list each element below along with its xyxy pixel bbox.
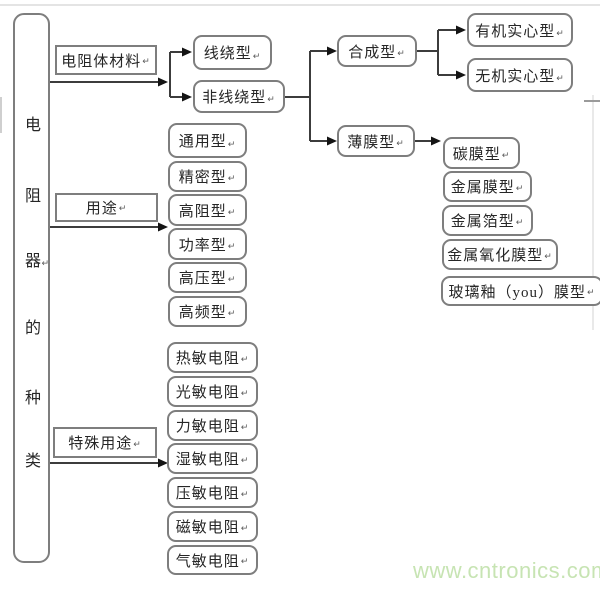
return-mark: ↵ (397, 49, 406, 59)
scan-artifact-lines (0, 4, 600, 330)
connector-lines (50, 29, 456, 464)
return-mark: ↵ (227, 309, 237, 319)
return-mark: ↵ (556, 29, 565, 39)
return-mark: ↵ (240, 389, 250, 399)
return-mark: ↵ (252, 52, 262, 62)
node-glass-glaze-film: 玻璃釉（you）膜型↵ (441, 276, 600, 306)
return-mark: ↵ (227, 140, 237, 150)
root-char: 阻 (24, 188, 41, 205)
branch-special-use-label: 特殊用途↵ (53, 427, 157, 458)
node-gas-sensitive: 气敏电阻↵ (167, 545, 258, 575)
return-mark: ↵ (41, 259, 49, 269)
return-mark: ↵ (240, 423, 250, 433)
node-high-resistance: 高阻型↵ (168, 194, 247, 226)
node-photoresistor: 光敏电阻↵ (167, 376, 258, 407)
node-non-wire-wound: 非线绕型↵ (193, 80, 285, 113)
return-mark: ↵ (396, 139, 405, 149)
node-thin-film: 薄膜型↵ (337, 125, 415, 157)
return-mark: ↵ (227, 174, 237, 184)
node-force-sensitive: 力敏电阻↵ (167, 410, 258, 441)
node-inorganic-solid: 无机实心型↵ (467, 58, 573, 92)
node-thermistor: 热敏电阻↵ (167, 342, 258, 373)
root-char: 类 (24, 453, 41, 470)
watermark-cntronics: www.cntronics.com (413, 558, 600, 583)
branch-use-label: 用途↵ (55, 193, 158, 222)
node-metal-film: 金属膜型↵ (443, 171, 532, 202)
node-precision: 精密型↵ (168, 161, 247, 192)
node-metal-foil: 金属箔型↵ (442, 205, 533, 236)
return-mark: ↵ (240, 524, 250, 534)
return-mark: ↵ (227, 242, 237, 252)
return-mark: ↵ (240, 355, 250, 365)
node-synthetic: 合成型↵ (337, 35, 417, 67)
node-general-purpose: 通用型↵ (168, 123, 247, 158)
return-mark: ↵ (142, 57, 151, 67)
arrowhead-icons (158, 25, 466, 468)
return-mark: ↵ (515, 184, 525, 194)
return-mark: ↵ (240, 557, 250, 567)
node-power: 功率型↵ (168, 228, 247, 260)
node-carbon-film: 碳膜型↵ (443, 137, 520, 169)
node-organic-solid: 有机实心型↵ (467, 13, 573, 47)
return-mark: ↵ (133, 440, 142, 450)
node-humidity-sensitive: 湿敏电阻↵ (167, 443, 258, 474)
return-mark: ↵ (586, 288, 596, 298)
node-voltage-sensitive: 压敏电阻↵ (167, 477, 258, 508)
root-char: 种 (24, 390, 41, 407)
root-char: 电 (24, 117, 41, 134)
node-magneto-sensitive: 磁敏电阻↵ (167, 511, 258, 542)
root-char: 器↵ (24, 253, 49, 270)
node-high-frequency: 高频型↵ (168, 296, 247, 327)
return-mark: ↵ (515, 218, 525, 228)
return-mark: ↵ (118, 204, 128, 214)
return-mark: ↵ (544, 252, 553, 262)
root-node-resistor-types: 电 阻 器↵ 的 种 类 (13, 13, 50, 563)
node-high-voltage: 高压型↵ (168, 262, 247, 293)
branch-material-label: 电阻体材料↵ (55, 45, 157, 75)
return-mark: ↵ (267, 95, 276, 105)
return-mark: ↵ (227, 208, 237, 218)
return-mark: ↵ (227, 275, 237, 285)
node-wire-wound: 线绕型↵ (193, 35, 272, 70)
return-mark: ↵ (556, 74, 565, 84)
root-char: 的 (24, 320, 41, 337)
return-mark: ↵ (240, 490, 250, 500)
return-mark: ↵ (240, 456, 250, 466)
return-mark: ↵ (501, 151, 511, 161)
node-metal-oxide-film: 金属氧化膜型↵ (442, 239, 558, 270)
